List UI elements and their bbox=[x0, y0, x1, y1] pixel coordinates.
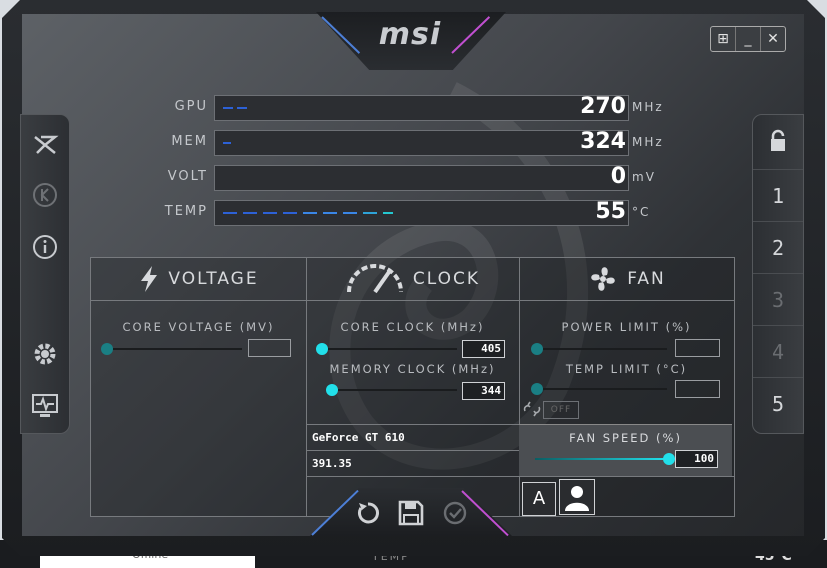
slider-knob[interactable] bbox=[101, 343, 113, 355]
power-limit-value[interactable] bbox=[675, 339, 720, 357]
msi-logo: msi bbox=[378, 17, 442, 52]
fan-speed-panel: FAN SPEED (%) 100 bbox=[519, 424, 732, 477]
voltage-title: VOLTAGE bbox=[168, 269, 259, 289]
speedometer-icon bbox=[346, 264, 403, 294]
slider-knob[interactable] bbox=[531, 343, 543, 355]
profile-1-button[interactable]: 1 bbox=[753, 169, 803, 222]
monitor-gpu: GPU 270 MHz bbox=[150, 95, 690, 121]
apply-check-icon bbox=[443, 501, 467, 525]
profile-3-button[interactable]: 3 bbox=[753, 273, 803, 326]
reset-icon bbox=[358, 502, 379, 524]
power-limit-label: POWER LIMIT (%) bbox=[561, 320, 692, 334]
clock-section: CLOCK CORE CLOCK (MHz) 405 MEMORY CLOCK … bbox=[306, 258, 520, 516]
save-icon bbox=[398, 500, 424, 526]
profile-5-button[interactable]: 5 bbox=[753, 377, 803, 430]
monitor-label: GPU bbox=[174, 99, 208, 114]
voltage-header: VOLTAGE bbox=[91, 258, 306, 301]
k-boost-icon[interactable] bbox=[21, 175, 69, 215]
kombustor-icon[interactable] bbox=[21, 125, 69, 165]
profile-4-button[interactable]: 4 bbox=[753, 325, 803, 378]
monitor-value: 324 bbox=[580, 129, 626, 154]
monitor-temp: TEMP 55 °C bbox=[150, 200, 690, 226]
monitor-mem: MEM 324 MHz bbox=[150, 130, 690, 156]
clock-header: CLOCK bbox=[306, 258, 519, 301]
core-voltage-slider[interactable] bbox=[101, 343, 242, 355]
core-clock-slider[interactable] bbox=[316, 343, 457, 355]
monitor-bar bbox=[214, 130, 556, 156]
user-icon bbox=[565, 486, 589, 511]
slider-knob[interactable] bbox=[531, 383, 543, 395]
monitor-unit: mV bbox=[632, 170, 656, 184]
core-voltage-value[interactable] bbox=[248, 339, 291, 357]
lock-icon[interactable] bbox=[753, 115, 803, 167]
monitor-bar bbox=[214, 95, 556, 121]
monitor-unit: MHz bbox=[632, 100, 664, 114]
apply-button[interactable] bbox=[442, 500, 468, 526]
temp-limit-label: TEMP LIMIT (°C) bbox=[565, 362, 688, 376]
fan-speed-value[interactable]: 100 bbox=[675, 450, 718, 468]
close-button[interactable]: ✕ bbox=[767, 31, 779, 47]
monitor-unit: °C bbox=[632, 205, 651, 219]
monitor-bar bbox=[214, 165, 556, 191]
dragon-emblem-icon bbox=[329, 82, 589, 470]
profile-sidebar: 1 2 3 4 5 bbox=[752, 114, 804, 434]
monitor-unit: MHz bbox=[632, 135, 664, 149]
slider-knob[interactable] bbox=[316, 343, 328, 355]
monitor-value: 270 bbox=[580, 94, 626, 119]
gpu-name: GeForce GT 610 bbox=[306, 424, 519, 450]
minimize-button[interactable]: _ bbox=[736, 27, 761, 51]
window-controls: ⊞ _ ✕ bbox=[710, 26, 786, 52]
driver-version: 391.35 bbox=[306, 450, 519, 476]
fan-speed-label: FAN SPEED (%) bbox=[569, 431, 682, 445]
monitor-label: MEM bbox=[171, 134, 208, 149]
fan-speed-slider[interactable] bbox=[535, 453, 675, 465]
clock-title: CLOCK bbox=[412, 269, 481, 289]
voltage-section: VOLTAGE CORE VOLTAGE (MV) bbox=[91, 258, 307, 516]
link-icon[interactable] bbox=[522, 401, 542, 417]
monitor-value: 55 bbox=[595, 199, 626, 224]
lightning-icon bbox=[141, 266, 158, 292]
fan-title: FAN bbox=[627, 269, 666, 289]
fan-section: FAN POWER LIMIT (%) TEMP LIMIT (°C) OFF … bbox=[519, 258, 734, 516]
temp-limit-value[interactable] bbox=[675, 380, 720, 398]
windows-icon[interactable]: ⊞ bbox=[711, 27, 736, 51]
memory-clock-value[interactable]: 344 bbox=[462, 382, 505, 400]
settings-gear-icon[interactable] bbox=[21, 333, 69, 373]
monitor-value: 0 bbox=[610, 164, 626, 189]
left-sidebar bbox=[20, 114, 70, 434]
fan-header: FAN bbox=[519, 258, 734, 301]
power-limit-slider[interactable] bbox=[531, 343, 667, 355]
temp-limit-slider[interactable] bbox=[531, 383, 667, 395]
memory-clock-slider[interactable] bbox=[326, 384, 457, 396]
core-voltage-label: CORE VOLTAGE (MV) bbox=[122, 320, 275, 334]
memory-clock-label: MEMORY CLOCK (MHz) bbox=[329, 362, 496, 376]
fan-auto-button[interactable]: A bbox=[522, 482, 556, 516]
core-clock-label: CORE CLOCK (MHz) bbox=[340, 320, 485, 334]
monitor-label: VOLT bbox=[167, 169, 208, 184]
control-panel: VOLTAGE CORE VOLTAGE (MV) CLOCK CORE CLO… bbox=[90, 257, 735, 517]
monitor-label: TEMP bbox=[164, 204, 208, 219]
info-icon[interactable] bbox=[21, 227, 69, 267]
profile-2-button[interactable]: 2 bbox=[753, 221, 803, 274]
user-define-button[interactable] bbox=[559, 479, 595, 515]
fan-icon bbox=[591, 267, 615, 291]
link-toggle-button[interactable]: OFF bbox=[543, 401, 579, 419]
slider-knob[interactable] bbox=[663, 453, 675, 465]
reset-button[interactable] bbox=[355, 500, 381, 526]
slider-knob[interactable] bbox=[326, 384, 338, 396]
monitor-bar bbox=[214, 200, 556, 226]
core-clock-value[interactable]: 405 bbox=[462, 340, 505, 358]
monitoring-icon[interactable] bbox=[21, 385, 69, 425]
save-button[interactable] bbox=[398, 500, 424, 526]
monitor-volt: VOLT 0 mV bbox=[150, 165, 690, 191]
